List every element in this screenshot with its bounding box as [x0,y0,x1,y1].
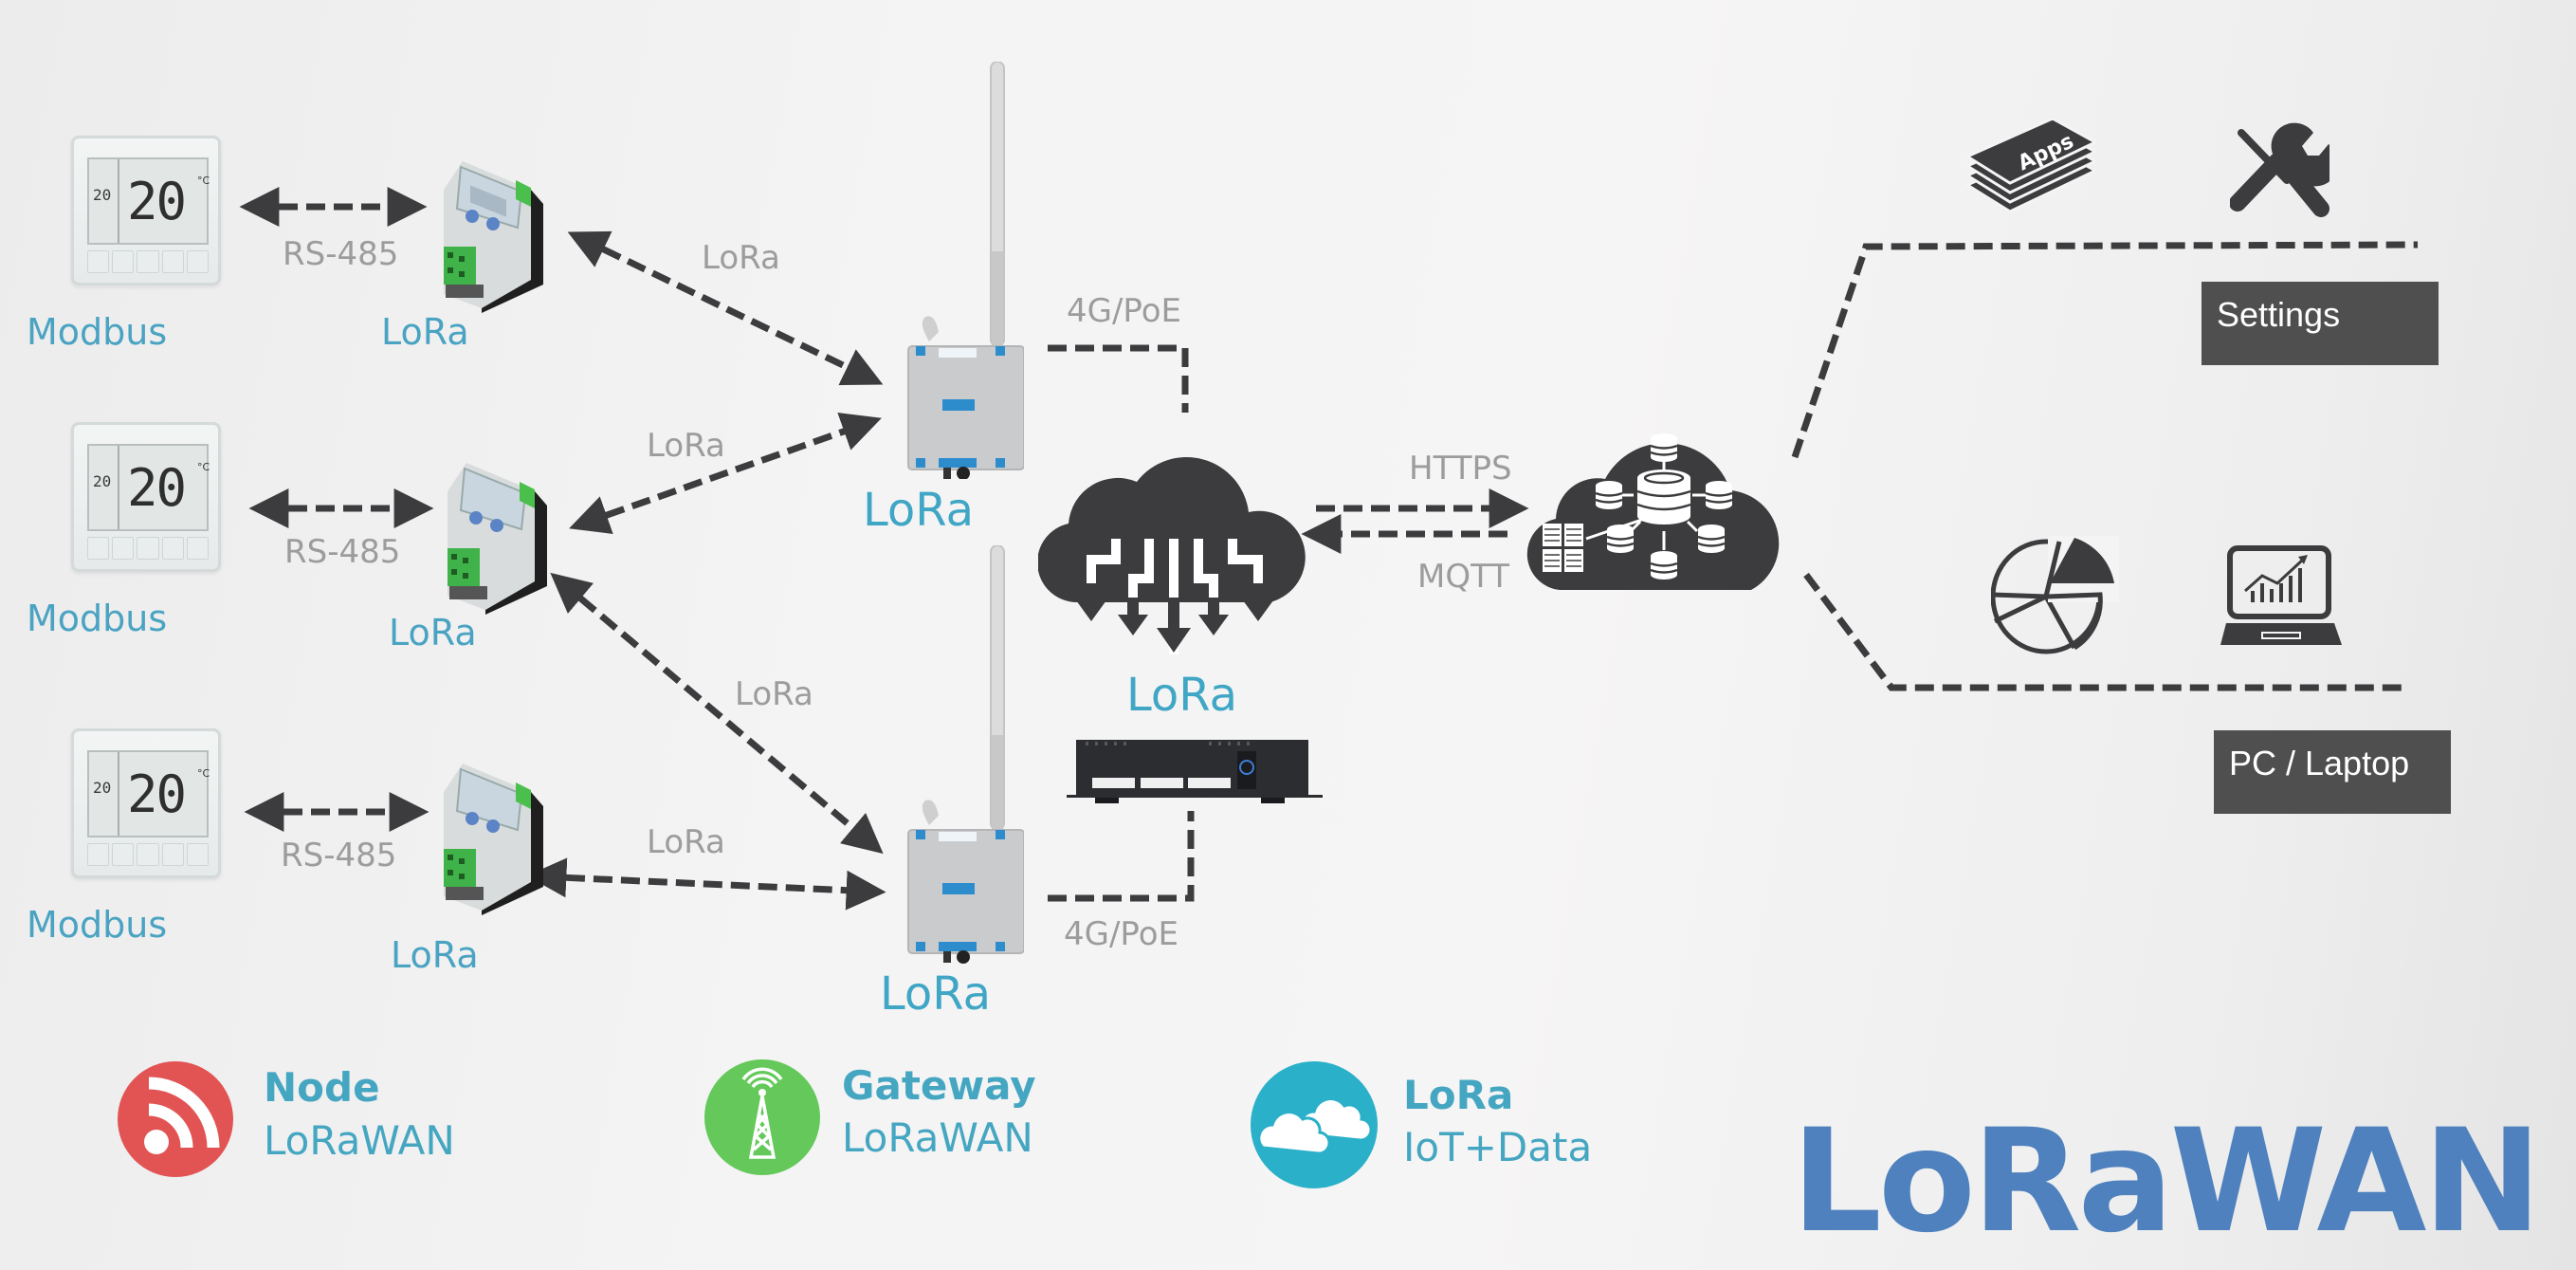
thermostat-reading: 20 [127,764,187,824]
thermostat-2: 20 20 °C [71,422,221,572]
lora-link-4 [526,857,886,911]
lora-node-device-1 [444,161,543,313]
lora-node-device-2 [448,463,547,615]
branch-top [1791,241,2419,459]
uplink-top [1048,344,1189,413]
lora-gateway-device-2 [907,545,1024,964]
legend-node-subtitle: LoRaWAN [264,1117,455,1164]
lora-link-label-2: LoRa [647,427,725,465]
node-label-1: LoRa [381,311,469,353]
thermostat-unit: °C [197,175,210,187]
apps-stack-icon: Apps [1964,119,2099,213]
settings-box[interactable]: Settings [2201,282,2439,365]
thermostat-buttons [87,843,210,866]
thermostat-buttons [87,250,210,273]
tower-icon [704,1059,820,1175]
thermostat-3: 20 20 °C [71,728,221,878]
gateway-label-1: LoRa [863,484,974,537]
thermostat-reading: 20 [127,172,187,231]
thermostat-set-value: 20 [93,779,112,797]
thermostat-unit: °C [197,461,210,473]
lora-node-device-3 [444,764,543,915]
rs485-label-1: RS-485 [283,235,399,273]
pc-laptop-box[interactable]: PC / Laptop [2214,730,2451,814]
rs485-label-3: RS-485 [281,837,397,874]
legend-gateway-title: Gateway [842,1062,1036,1109]
brand-title: LoRaWAN [1791,1099,2542,1264]
sensor-label-2: Modbus [27,598,168,639]
network-server-label: LoRa [1126,669,1237,722]
lora-link-3 [550,572,884,855]
lora-link-label-1: LoRa [702,239,780,277]
pie-chart-icon [1991,536,2119,654]
lora-gateway-device-1 [907,62,1024,479]
thermostat-set-value: 20 [93,472,112,490]
legend-cloud-title: LoRa [1403,1072,1514,1118]
legend-node-title: Node [264,1064,380,1111]
legend-cloud-subtitle: IoT+Data [1403,1124,1593,1170]
mqtt-label: MQTT [1417,558,1510,596]
laptop-chart-icon [2220,545,2342,645]
cloud-distribute-icon [1038,457,1306,654]
thermostat-screen: 20 20 °C [87,157,210,245]
thermostat-screen: 20 20 °C [87,750,210,837]
uplink-label-2: 4G/PoE [1064,915,1179,953]
sensor-label-1: Modbus [27,311,168,353]
thermostat-screen: 20 20 °C [87,444,210,531]
gateway-label-2: LoRa [880,967,991,1021]
thermostat-buttons [87,537,210,560]
cloud-database-icon [1526,433,1780,590]
uplink-label-1: 4G/PoE [1067,292,1182,330]
thermostat-unit: °C [197,767,210,780]
thermostat-1: 20 20 °C [71,136,221,285]
branch-bottom [1803,572,2408,691]
lora-link-label-3: LoRa [735,675,813,713]
lora-link-2 [569,412,882,535]
sensor-label-3: Modbus [27,904,168,946]
rss-icon [118,1061,233,1177]
legend-gateway-subtitle: LoRaWAN [842,1114,1033,1161]
thermostat-set-value: 20 [93,186,112,204]
uplink-bottom [1048,811,1195,902]
lora-link-label-4: LoRa [647,823,725,861]
rs485-label-2: RS-485 [284,533,401,571]
node-label-3: LoRa [391,934,479,976]
https-label: HTTPS [1409,450,1512,488]
node-label-2: LoRa [389,612,477,653]
cloud-icon [1251,1061,1378,1188]
tools-icon [2230,122,2329,217]
edge-server-device [1067,740,1323,803]
thermostat-reading: 20 [127,458,187,518]
